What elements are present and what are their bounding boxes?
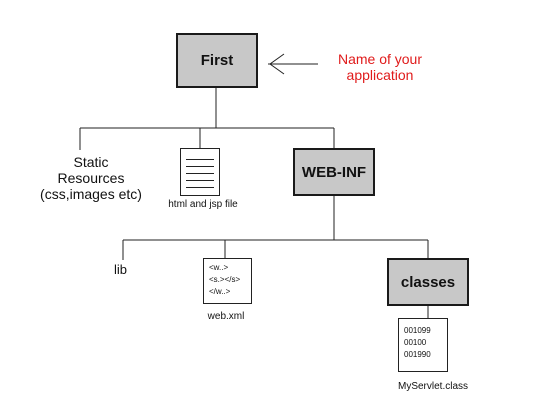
web-xml-caption: web.xml bbox=[207, 311, 245, 322]
html-jsp-caption: html and jsp file bbox=[168, 199, 238, 210]
webinf-label: WEB-INF bbox=[301, 163, 367, 181]
application-annotation: Name of your application bbox=[330, 51, 430, 83]
servlet-class-file-icon: 001099 00100 001990 bbox=[398, 318, 448, 372]
servlet-line-1: 001099 bbox=[404, 326, 431, 335]
webxml-line-3: </w..> bbox=[209, 287, 231, 296]
servlet-line-3: 001990 bbox=[404, 350, 431, 359]
webinf-node: WEB-INF bbox=[293, 148, 375, 196]
annotation-line-1: Name of your bbox=[337, 51, 423, 67]
arrow-head bbox=[269, 53, 285, 75]
static-resources-label: Static Resources (css,images etc) bbox=[33, 154, 149, 202]
servlet-line-2: 00100 bbox=[404, 338, 427, 347]
web-xml-file-icon: <w..> <s.></s> </w..> bbox=[203, 258, 252, 304]
html-jsp-file-icon bbox=[180, 148, 220, 196]
root-node-first: First bbox=[176, 33, 258, 88]
classes-label: classes bbox=[400, 273, 456, 291]
lib-label: lib bbox=[114, 262, 128, 277]
static-line-1: Static bbox=[73, 154, 109, 170]
classes-node: classes bbox=[387, 258, 469, 306]
static-line-2: Resources bbox=[57, 170, 125, 186]
webxml-line-1: <w..> bbox=[209, 263, 229, 272]
webxml-line-2: <s.></s> bbox=[209, 275, 241, 284]
annotation-line-2: application bbox=[346, 67, 414, 83]
servlet-class-caption: MyServlet.class bbox=[397, 381, 468, 392]
root-label: First bbox=[200, 52, 234, 69]
static-line-3: (css,images etc) bbox=[40, 186, 142, 202]
